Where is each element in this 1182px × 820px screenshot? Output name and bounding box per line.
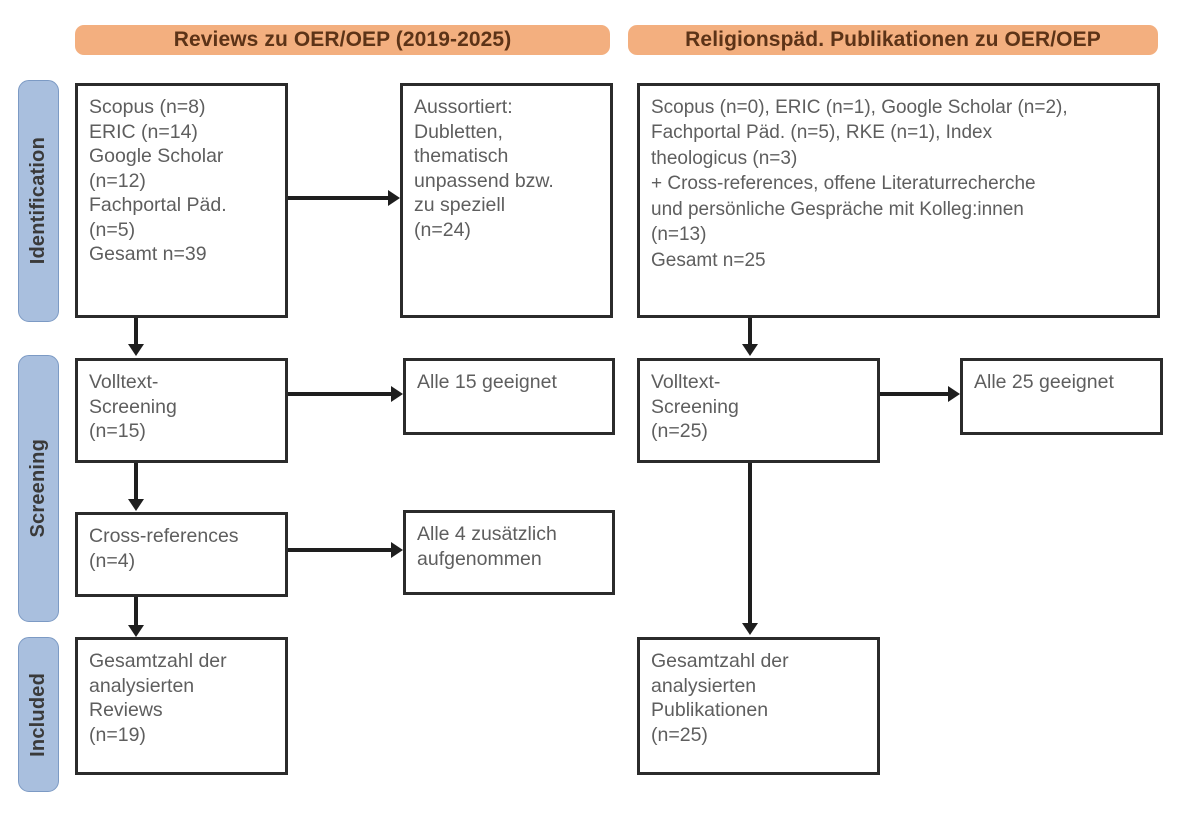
connector-left-screening-to-result <box>288 392 391 396</box>
phase-tab-screening: Screening <box>18 355 59 622</box>
arrowhead-left-screening-to-crossrefs <box>128 499 144 511</box>
connector-left-sources-to-excluded <box>288 196 388 200</box>
box-left-included-total: Gesamtzahl der analysierten Reviews (n=1… <box>75 637 288 775</box>
box-left-identification-sources: Scopus (n=8) ERIC (n=14) Google Scholar … <box>75 83 288 318</box>
phase-label-screening: Screening <box>27 439 49 538</box>
box-left-excluded: Aussortiert: Dubletten, thematisch unpas… <box>400 83 613 318</box>
box-right-identification-sources: Scopus (n=0), ERIC (n=1), Google Scholar… <box>637 83 1160 318</box>
connector-right-sources-to-screening <box>748 318 752 344</box>
box-left-fulltext-screening: Volltext- Screening (n=15) <box>75 358 288 463</box>
phase-tab-included: Included <box>18 637 59 792</box>
connector-left-sources-to-screening <box>134 318 138 344</box>
phase-tab-identification: Identification <box>18 80 59 322</box>
phase-label-included: Included <box>27 672 49 757</box>
box-right-fulltext-result: Alle 25 geeignet <box>960 358 1163 435</box>
phase-label-identification: Identification <box>27 137 49 265</box>
arrowhead-right-screening-to-included <box>742 623 758 635</box>
connector-right-screening-to-included <box>748 463 752 623</box>
banner-right-publications: Religionspäd. Publikationen zu OER/OEP <box>628 25 1158 55</box>
arrowhead-right-screening-to-result <box>948 386 960 402</box>
connector-left-crossrefs-to-result <box>288 548 391 552</box>
arrowhead-left-sources-to-excluded <box>388 190 400 206</box>
connector-left-screening-to-crossrefs <box>134 463 138 499</box>
arrowhead-left-sources-to-screening <box>128 344 144 356</box>
arrowhead-left-crossrefs-to-result <box>391 542 403 558</box>
box-left-fulltext-result: Alle 15 geeignet <box>403 358 615 435</box>
connector-left-crossrefs-to-included <box>134 597 138 625</box>
box-right-fulltext-screening: Volltext- Screening (n=25) <box>637 358 880 463</box>
connector-right-screening-to-result <box>880 392 948 396</box>
arrowhead-right-sources-to-screening <box>742 344 758 356</box>
arrowhead-left-crossrefs-to-included <box>128 625 144 637</box>
box-left-cross-references: Cross-references (n=4) <box>75 512 288 597</box>
arrowhead-left-screening-to-result <box>391 386 403 402</box>
box-left-cross-references-result: Alle 4 zusätzlich aufgenommen <box>403 510 615 595</box>
banner-left-reviews: Reviews zu OER/OEP (2019-2025) <box>75 25 610 55</box>
box-right-included-total: Gesamtzahl der analysierten Publikatione… <box>637 637 880 775</box>
